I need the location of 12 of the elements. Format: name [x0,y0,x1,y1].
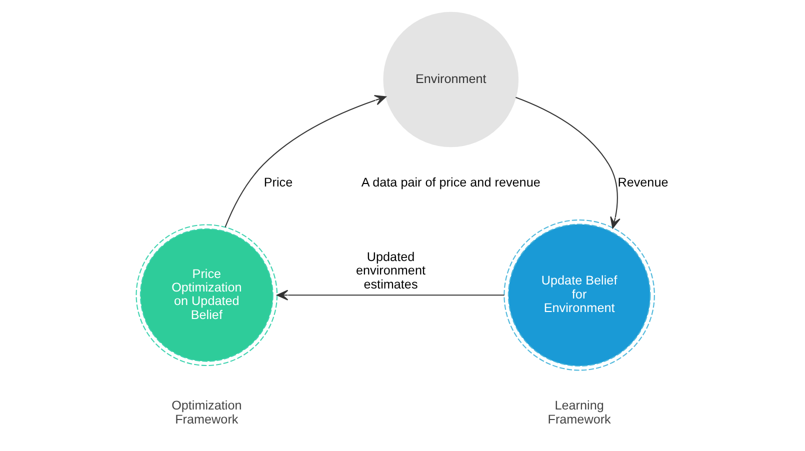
node-circle: Update Belief for Environment [504,219,655,371]
edge-label: Price [264,176,293,190]
arrow [276,290,504,300]
node-circle: Environment [383,12,519,148]
edge-label: Revenue [618,176,668,190]
label: A data pair of price and revenue [361,176,540,190]
node-label: Learning Framework [548,398,611,426]
arrow [516,96,620,229]
arrow [224,95,386,228]
node-label: Optimization Framework [172,398,242,426]
edge-label: Updated environment estimates [356,250,426,292]
node-circle: Price Optimization on Updated Belief [136,224,278,366]
